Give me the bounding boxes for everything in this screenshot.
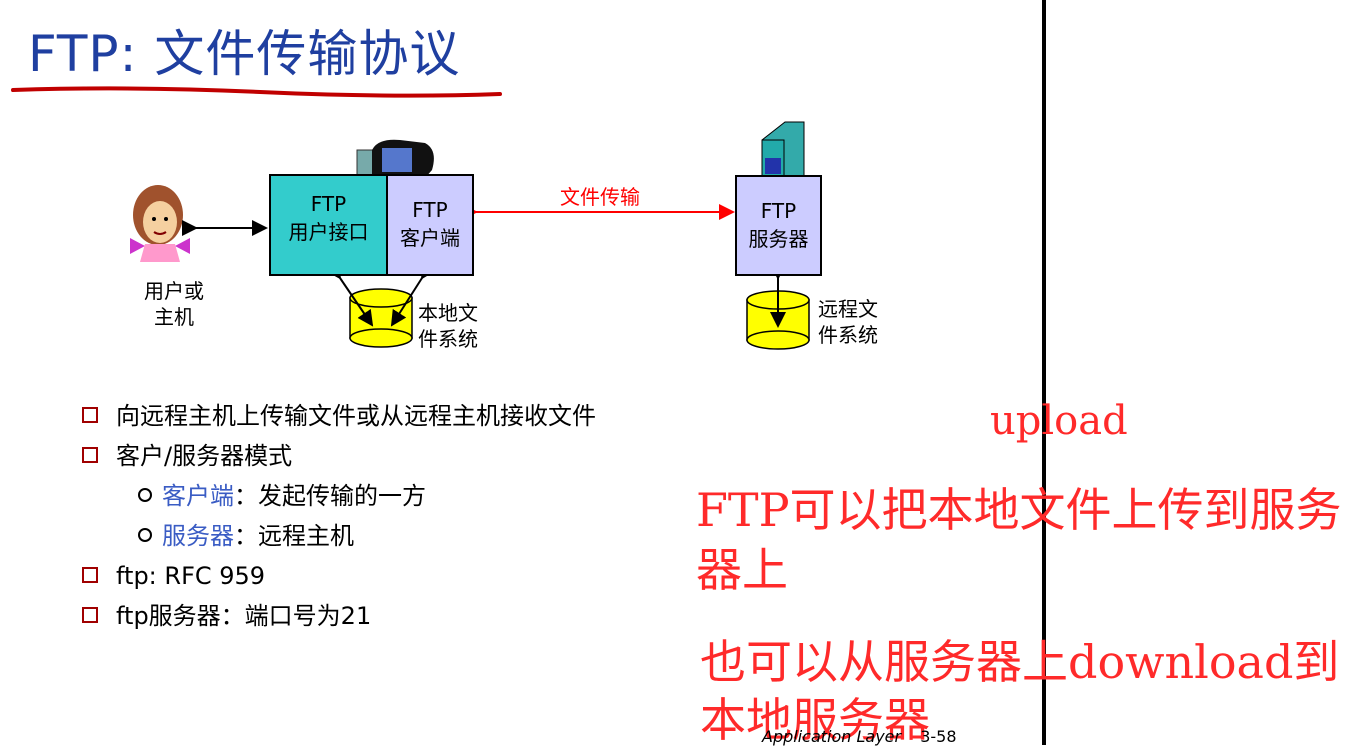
annotation-line3: 也可以从服务器上download到 — [700, 635, 1340, 689]
local-fs-line2: 件系统 — [418, 327, 478, 351]
file-transfer-label: 文件传输 — [560, 185, 640, 209]
footer-page: 3-58 — [920, 727, 957, 746]
local-disk-icon — [349, 288, 413, 348]
user-host-label: 用户或 主机 — [134, 278, 214, 330]
bullet-item: 向远程主机上传输文件或从远程主机接收文件 — [82, 396, 596, 436]
computer-icon — [356, 139, 434, 179]
ftp-diagram — [130, 121, 810, 350]
server-box-line2: 服务器 — [748, 227, 809, 251]
bullet-list: 向远程主机上传输文件或从远程主机接收文件 客户/服务器模式 客户端：发起传输的一… — [82, 396, 596, 636]
annotation-line4: 本地服务器 — [700, 693, 930, 747]
sub-bullet-item: 客户端：发起传输的一方 — [82, 476, 596, 516]
bullet-text: 向远程主机上传输文件或从远程主机接收文件 — [116, 402, 596, 430]
remote-fs-line1: 远程文 — [818, 297, 878, 321]
server-tower-icon — [761, 121, 805, 177]
ui-box-line2: 用户接口 — [288, 220, 369, 244]
remote-fs-label: 远程文 件系统 — [818, 296, 878, 348]
square-bullet-icon — [82, 407, 98, 423]
client-disk-arrow-2 — [390, 261, 437, 327]
bullet-text: ftp: RFC 959 — [116, 562, 266, 590]
square-bullet-icon — [82, 607, 98, 623]
slide-footer: Application Layer 3-58 — [762, 727, 957, 746]
bullet-item: ftp: RFC 959 — [82, 556, 596, 596]
local-fs-label: 本地文 件系统 — [418, 300, 478, 352]
ftp-server-box: FTP 服务器 — [735, 175, 822, 276]
remote-fs-line2: 件系统 — [818, 323, 878, 347]
client-disk-arrow-1 — [325, 261, 374, 327]
circle-bullet-icon — [138, 488, 152, 502]
ftp-client-box: FTP 客户端 — [386, 174, 474, 276]
client-box-line2: 客户端 — [400, 226, 460, 250]
sub-bullet-term: 服务器 — [162, 522, 234, 550]
bullet-item: 客户/服务器模式 — [82, 436, 596, 476]
circle-bullet-icon — [138, 528, 152, 542]
local-fs-line1: 本地文 — [418, 301, 478, 325]
vertical-divider — [1042, 0, 1046, 745]
annotation-line2: 器上 — [696, 543, 788, 597]
footer-label: Application Layer — [762, 727, 902, 746]
page-title: FTP: 文件传输协议 — [28, 25, 461, 83]
annotation-upload: upload — [990, 398, 1128, 444]
user-person-icon — [130, 185, 190, 262]
client-box-line1: FTP — [412, 198, 448, 222]
user-label-line1: 用户或 — [144, 279, 204, 303]
bullet-text: ftp服务器：端口号为21 — [116, 602, 372, 630]
sub-bullet-item: 服务器：远程主机 — [82, 516, 596, 556]
square-bullet-icon — [82, 567, 98, 583]
sub-bullet-text: ：远程主机 — [234, 522, 354, 550]
sub-bullet-text: ：发起传输的一方 — [234, 482, 426, 510]
ui-box-line1: FTP — [310, 192, 347, 216]
title-underline — [11, 86, 502, 98]
bullet-text: 客户/服务器模式 — [116, 442, 293, 470]
sub-bullet-term: 客户端 — [162, 482, 234, 510]
annotation-line1: FTP可以把本地文件上传到服务 — [696, 483, 1342, 537]
bullet-item: ftp服务器：端口号为21 — [82, 596, 596, 636]
square-bullet-icon — [82, 447, 98, 463]
server-box-line1: FTP — [760, 199, 797, 223]
user-label-line2: 主机 — [154, 305, 194, 329]
ftp-user-interface-box: FTP 用户接口 — [269, 174, 388, 276]
